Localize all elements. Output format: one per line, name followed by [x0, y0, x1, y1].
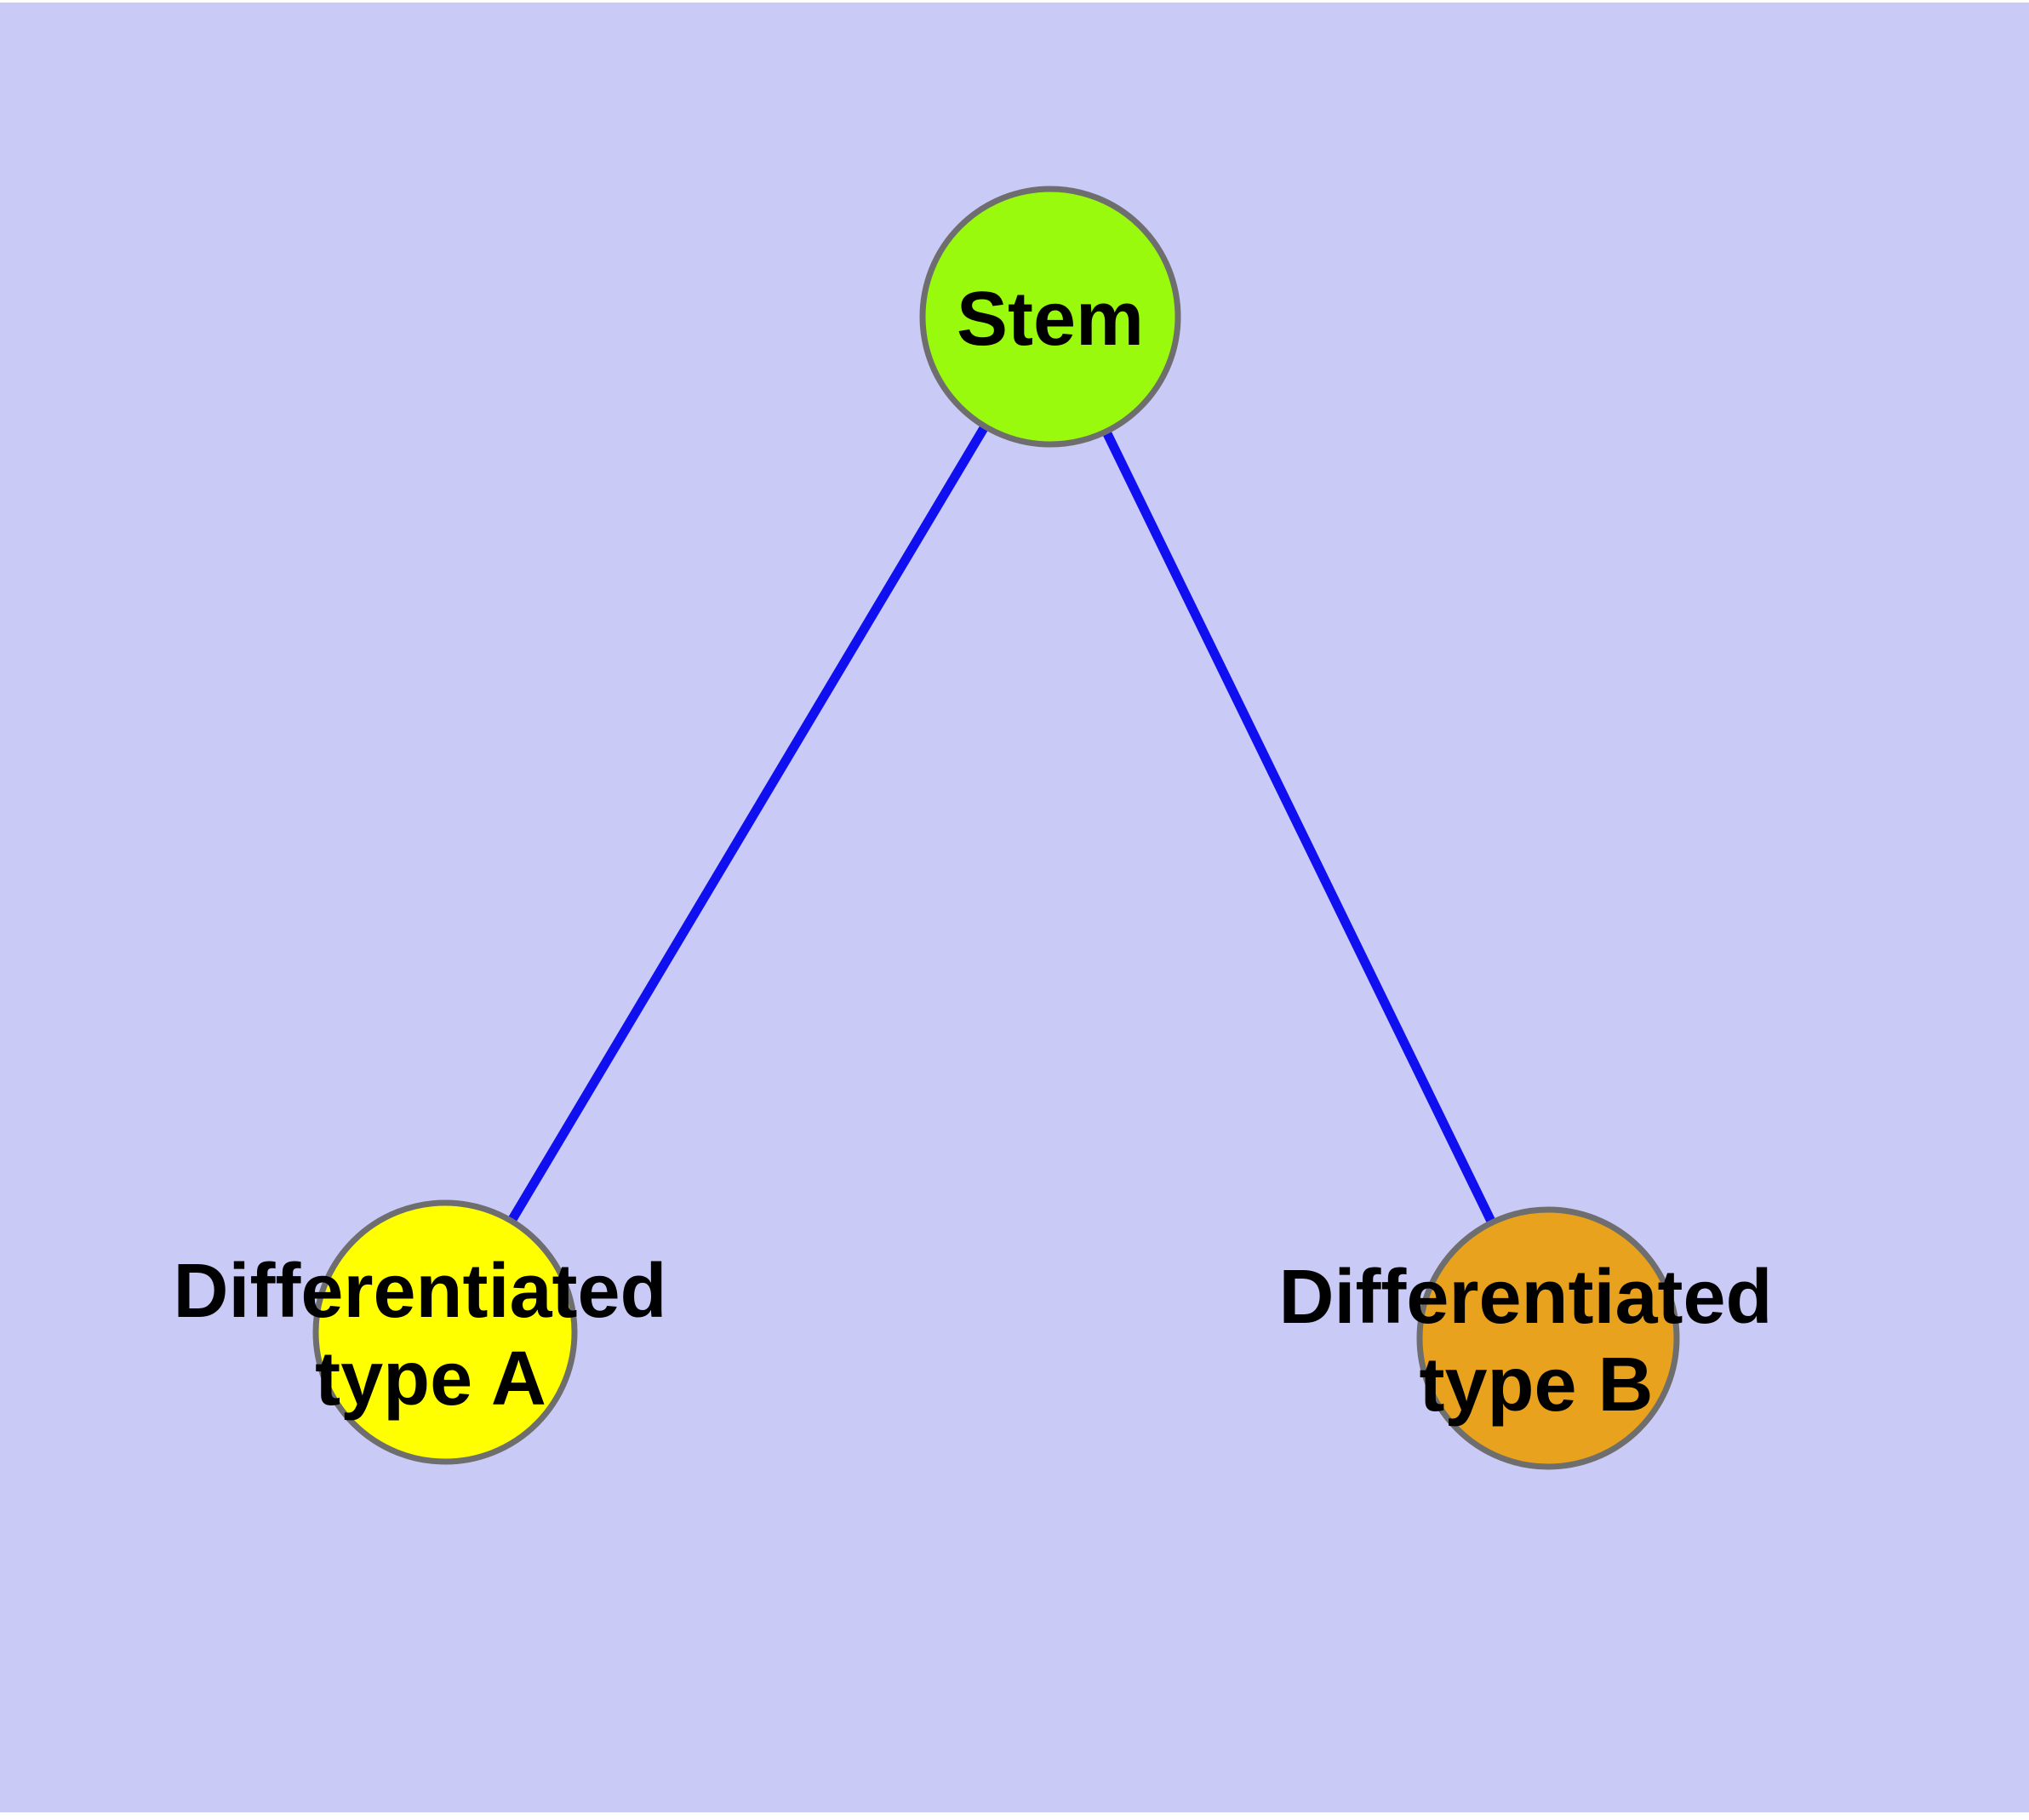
- node-label-differentiated-type-b: Differentiated type B: [1278, 1255, 1793, 1428]
- node-differentiated-type-b: [1416, 1206, 1680, 1470]
- node-stem: [919, 186, 1181, 448]
- node-label-stem: Stem: [957, 277, 1144, 362]
- node-label-differentiated-type-a: Differentiated type A: [173, 1249, 688, 1422]
- edge-stem-to-type-a: [441, 314, 1055, 1335]
- node-differentiated-type-a: [312, 1199, 578, 1465]
- edge-stem-to-type-b: [1046, 314, 1552, 1341]
